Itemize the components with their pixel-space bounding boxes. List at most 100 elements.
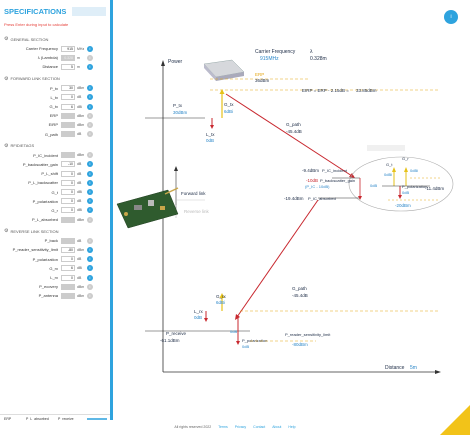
gear-icon: ⚙: [4, 75, 9, 82]
spec-label: L_rx: [50, 275, 58, 281]
info-icon[interactable]: i: [87, 216, 93, 223]
info-icon[interactable]: i: [87, 94, 93, 101]
spec-input[interactable]: 0: [61, 189, 75, 196]
spec-input[interactable]: 30: [61, 85, 75, 92]
info-icon[interactable]: i: [87, 207, 93, 214]
gtx-label: G_tx: [224, 102, 234, 107]
spec-input[interactable]: 6: [61, 103, 75, 110]
spec-input[interactable]: -10: [61, 161, 75, 168]
info-icon[interactable]: i: [87, 292, 93, 299]
x-axis-unit: 5m: [410, 365, 417, 371]
spec-label: Distance: [42, 64, 58, 70]
spec-input[interactable]: 6: [61, 265, 75, 272]
spec-unit: dB: [77, 238, 82, 243]
footer-link-contact[interactable]: Contact: [253, 425, 266, 429]
rev-preceive-value: -61.1dBm: [160, 338, 180, 343]
spec-input[interactable]: 5: [61, 63, 75, 70]
info-button[interactable]: i: [444, 10, 458, 24]
ltx-label: L_tx: [206, 132, 215, 137]
info-icon[interactable]: i: [87, 170, 93, 177]
info-icon[interactable]: i: [87, 103, 93, 110]
footer-link-terms[interactable]: Terms: [218, 425, 228, 429]
footer-link-help[interactable]: Help: [288, 425, 296, 429]
info-icon[interactable]: i: [87, 256, 93, 263]
info-icon[interactable]: i: [87, 112, 93, 119]
spec-input: [61, 283, 75, 290]
spec-label: P_reader_sensitivity_limit: [12, 247, 58, 253]
ltx-value: 0dB: [206, 138, 214, 143]
spec-input: [61, 237, 75, 244]
page-footer: All rights reserved 2022 Terms Privacy C…: [0, 420, 470, 435]
spec-unit: dBi: [77, 208, 83, 213]
spec-input[interactable]: 0: [61, 179, 75, 186]
gear-icon: ⚙: [4, 228, 9, 235]
spec-label: ERP: [49, 113, 58, 119]
tag-title-box: [367, 145, 405, 151]
info-icon[interactable]: i: [87, 85, 93, 92]
info-icon[interactable]: i: [87, 189, 93, 196]
info-icon[interactable]: i: [87, 54, 93, 61]
input-hint: Press Enter during input to calculate: [4, 22, 69, 27]
spec-label: G_path: [44, 131, 58, 137]
pbackscatter-label: P_backscatter_gain: [320, 178, 355, 183]
panel-toggle-button[interactable]: [72, 6, 107, 16]
section-header: ⚙RFID/ETAGS: [0, 139, 110, 151]
info-icon[interactable]: i: [87, 45, 93, 52]
spec-input: [61, 121, 75, 128]
spec-label: P_polarization: [32, 198, 58, 204]
reader-board-image: [116, 187, 179, 229]
spec-input[interactable]: 915: [61, 45, 75, 52]
lambda-value: 0.328m: [310, 56, 327, 62]
spec-input[interactable]: 0: [61, 198, 75, 205]
tag-low-value: -20dBm: [395, 203, 411, 208]
info-icon[interactable]: i: [87, 265, 93, 272]
spec-unit: dBm: [77, 122, 85, 127]
info-icon[interactable]: i: [87, 274, 93, 281]
spec-label: Carrier Frequency: [25, 46, 58, 52]
info-icon[interactable]: i: [87, 161, 93, 168]
info-icon[interactable]: i: [87, 63, 93, 70]
info-icon[interactable]: i: [87, 131, 93, 138]
spec-label: P_polarization: [32, 256, 58, 262]
spec-unit: dBi: [77, 190, 83, 195]
spec-input[interactable]: 0: [61, 94, 75, 101]
panel-header: SPECIFICATIONS: [0, 0, 110, 22]
tag-left-value: 0dB: [370, 183, 377, 188]
info-icon[interactable]: i: [87, 152, 93, 159]
spec-input[interactable]: 0: [61, 207, 75, 214]
footer-link-privacy[interactable]: Privacy: [234, 425, 247, 429]
spec-unit: dB: [77, 199, 82, 204]
pic-incident-label: P_IC_incident: [322, 168, 348, 173]
info-icon[interactable]: i: [87, 237, 93, 244]
spec-label: G_t: [51, 189, 58, 195]
info-icon[interactable]: i: [87, 246, 93, 253]
tag-gt-value: 0dBi: [384, 172, 392, 177]
info-icon[interactable]: i: [87, 179, 93, 186]
spec-input[interactable]: 0: [61, 256, 75, 263]
spec-unit: dBi: [77, 104, 83, 109]
spec-input[interactable]: 0: [61, 170, 75, 177]
spec-unit: dBi: [77, 266, 83, 271]
spec-input[interactable]: -80: [61, 246, 75, 253]
spec-label: P_tx: [49, 85, 58, 91]
footer-link-about[interactable]: About: [272, 425, 282, 429]
section-header: ⚙GENERAL SECTION: [0, 32, 110, 44]
info-icon[interactable]: i: [87, 283, 93, 290]
panel-title: SPECIFICATIONS: [4, 6, 67, 16]
spec-input[interactable]: 0: [61, 274, 75, 281]
section-title: REVERSE LINK SECTION: [10, 228, 59, 234]
info-icon[interactable]: i: [87, 198, 93, 205]
carrier-frequency-value: 915MHz: [260, 56, 279, 62]
pic-incident-value: -9.4dBm: [302, 168, 319, 173]
info-icon[interactable]: i: [87, 121, 93, 128]
